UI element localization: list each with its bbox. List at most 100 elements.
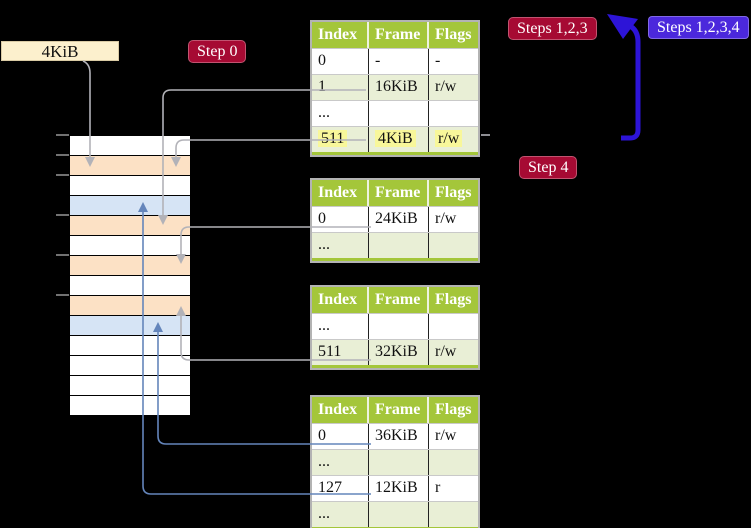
memory-row — [70, 356, 190, 376]
table-row: ... — [312, 100, 478, 126]
table-cell — [429, 450, 478, 475]
cell-text: r/w — [435, 343, 457, 360]
memory-row — [70, 336, 190, 356]
table-cell: - — [369, 49, 429, 74]
table-row: 0 - - — [312, 48, 478, 74]
cell-text: 0 — [318, 427, 326, 444]
memory-row — [70, 276, 190, 296]
memory-row — [70, 136, 190, 156]
table-row: ... — [312, 501, 478, 527]
table-cell: 36KiB — [369, 424, 429, 449]
table-cell: r/w — [429, 207, 478, 232]
table-cell: 0 — [312, 49, 369, 74]
cell-text: 511 — [318, 343, 342, 360]
table-row: 0 24KiB r/w — [312, 206, 478, 232]
cell-text: ... — [318, 104, 330, 121]
table-cell: ... — [312, 314, 369, 339]
table-row: 127 12KiB r — [312, 475, 478, 501]
memory-row — [70, 316, 190, 336]
table-row: ... — [312, 313, 478, 339]
table-cell — [429, 314, 478, 339]
column-header: Flags — [435, 26, 472, 43]
table-cell — [429, 233, 478, 258]
memory-row — [70, 176, 190, 196]
table-row: 0 36KiB r/w — [312, 423, 478, 449]
table-cell: - — [429, 49, 478, 74]
table-cell — [369, 502, 429, 527]
cell-text: - — [375, 52, 381, 69]
table-cell: r/w — [429, 340, 478, 365]
table-row: ... — [312, 232, 478, 258]
cell-text: 127 — [318, 479, 342, 496]
memory-strip — [69, 135, 191, 416]
steps-123-badge: Steps 1,2,3 — [508, 17, 597, 40]
cell-text: ... — [318, 236, 330, 253]
table-cell: 16KiB — [369, 75, 429, 100]
steps-loop-arrow — [607, 14, 641, 141]
column-header: Index — [312, 397, 369, 423]
cell-text: r/w — [435, 427, 457, 444]
table-cell — [429, 502, 478, 527]
column-header: Frame — [369, 22, 429, 48]
memory-row — [70, 236, 190, 256]
step-4-badge: Step 4 — [519, 156, 578, 179]
table-cell: ... — [312, 502, 369, 527]
table-cell: r/w — [429, 127, 478, 152]
cell-text: - — [435, 52, 441, 69]
column-header: Flags — [435, 291, 472, 308]
cell-text: 511 — [318, 130, 348, 147]
cell-text: 16KiB — [375, 78, 418, 95]
table-cell: r/w — [429, 424, 478, 449]
cell-text: ... — [318, 505, 330, 522]
column-header: Index — [312, 22, 369, 48]
cell-text: ... — [318, 453, 330, 470]
table-cell: 12KiB — [369, 476, 429, 501]
column-header: Index — [312, 180, 369, 206]
column-header: Index — [312, 287, 369, 313]
cell-text: 12KiB — [375, 479, 418, 496]
cell-text: r/w — [435, 78, 457, 95]
memory-row — [70, 256, 190, 276]
table-row: 511 4KiB r/w — [312, 126, 478, 152]
steps-1234-badge: Steps 1,2,3,4 — [648, 16, 749, 39]
column-header: Frame — [369, 397, 429, 423]
table-cell — [369, 314, 429, 339]
table-cell: 1 — [312, 75, 369, 100]
frame-size-label: 4KiB — [1, 41, 119, 61]
cell-text: r/w — [435, 210, 457, 227]
table-cell: r — [429, 476, 478, 501]
table-cell: 0 — [312, 207, 369, 232]
cell-text: 32KiB — [375, 343, 418, 360]
table-cell: 24KiB — [369, 207, 429, 232]
table-cell: 0 — [312, 424, 369, 449]
table-cell: 32KiB — [369, 340, 429, 365]
cell-text: r/w — [435, 130, 463, 147]
cell-text: 0 — [318, 210, 326, 227]
cell-text: 36KiB — [375, 427, 418, 444]
table-cell — [369, 101, 429, 126]
column-header: Flags — [435, 184, 472, 201]
table-cell: ... — [312, 233, 369, 258]
column-header: Frame — [369, 180, 429, 206]
table-cell: 4KiB — [369, 127, 429, 152]
memory-row — [70, 296, 190, 316]
cell-text: 1 — [318, 78, 326, 95]
column-header: Frame — [369, 287, 429, 313]
memory-tick-marks — [56, 134, 69, 296]
memory-row — [70, 396, 190, 415]
table-cell — [369, 450, 429, 475]
cell-text: 0 — [318, 52, 326, 69]
table-row: 511 32KiB r/w — [312, 339, 478, 365]
memory-row — [70, 156, 190, 176]
cell-text: r — [435, 479, 441, 496]
memory-row — [70, 196, 190, 216]
cell-text: 4KiB — [375, 130, 416, 147]
step-0-badge: Step 0 — [188, 40, 247, 63]
table-row: 1 16KiB r/w — [312, 74, 478, 100]
